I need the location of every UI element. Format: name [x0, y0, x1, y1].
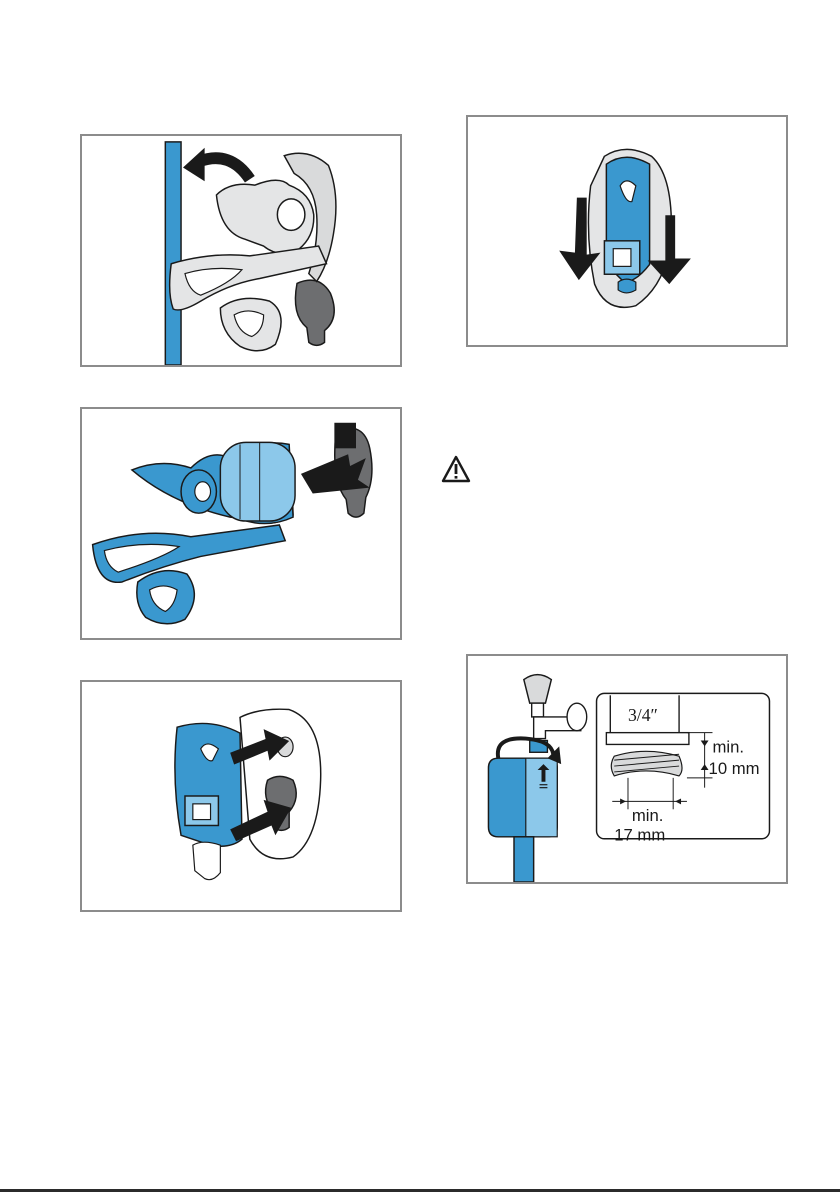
blue-clip-plate [175, 723, 242, 846]
rotate-arrow-head [183, 148, 205, 181]
clip-push-illustration [82, 682, 400, 910]
figure-clip-insert [80, 407, 402, 640]
square-socket-hole [193, 804, 211, 820]
clip-insert-illustration [82, 409, 400, 638]
tap-handle [524, 675, 552, 703]
dark-mount-plate [295, 280, 334, 345]
tap-connection-illustration: 3/4″ min. 10 mm min. 17 mm [468, 656, 786, 882]
figure-clip-rotate [80, 134, 402, 367]
tap-wall-flange [567, 703, 587, 731]
figure-clip-push [80, 680, 402, 912]
socket-opening [334, 423, 356, 449]
clip-hole [277, 199, 305, 230]
warning-triangle-icon [441, 455, 471, 483]
height-dim-label: min. [712, 737, 744, 756]
blue-rail [165, 142, 181, 365]
blue-clip-hole [195, 482, 211, 502]
figure-tap-connection: 3/4″ min. 10 mm min. 17 mm [466, 654, 788, 884]
thread-size-label: 3/4″ [628, 705, 658, 725]
blue-clip-cylinder [220, 442, 295, 521]
height-dim-value: 10 mm [709, 759, 760, 778]
clip-rotate-illustration [82, 136, 400, 365]
clip-down-illustration [468, 117, 786, 345]
rotate-arrow-icon [199, 158, 250, 179]
figure-clip-down [466, 115, 788, 347]
square-socket-hole [613, 249, 631, 267]
clip-tail [193, 842, 221, 879]
clip-tab [618, 279, 636, 293]
width-dim-label: min. [632, 806, 664, 825]
width-dim-value: 17 mm [614, 826, 665, 845]
tap-thread-end [606, 733, 689, 745]
water-hose [514, 837, 534, 882]
tap-stem [532, 703, 544, 717]
